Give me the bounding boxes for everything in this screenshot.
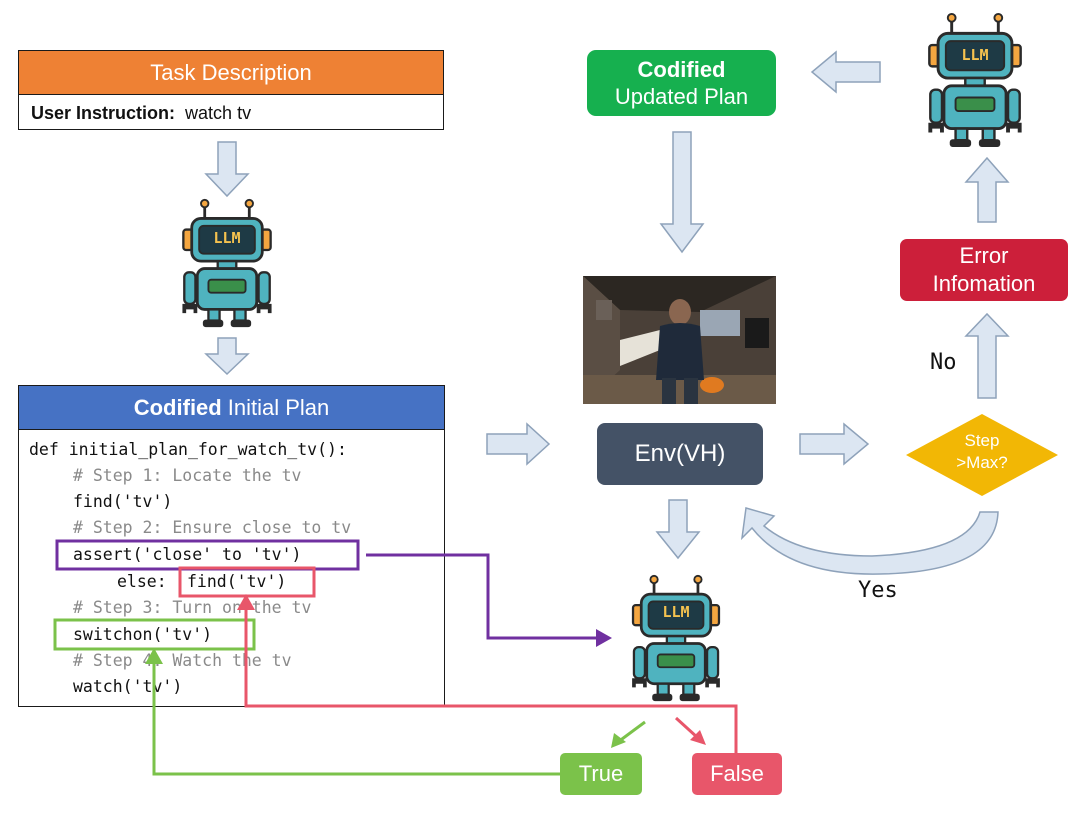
arrow-right-icon [486,422,551,466]
arrow-down-icon [655,499,701,560]
env-vh-box: Env(VH) [597,423,763,485]
virtualhome-scene-image [583,276,776,404]
arrow-head-icon [596,629,612,647]
codified-initial-plan-box: Codified Initial Plan def initial_plan_f… [18,385,445,707]
updated-plan-rest: Updated Plan [614,84,749,109]
decision-line2: >Max? [956,453,1008,472]
user-instruction-label: User Instruction: [31,103,176,123]
user-instruction: User Instruction: watch tv [31,103,251,124]
flow-arrows [204,50,1010,575]
step-max-decision: Step >Max? [906,414,1058,496]
code-line-assert: assert('close' to 'tv') [73,545,302,564]
initial-plan-header-bold: Codified [133,394,222,420]
robot-to-false-arrow [674,716,706,745]
curved-yes-arrow-icon [740,507,999,575]
code-line: def initial_plan_for_watch_tv(): [29,440,347,459]
llm-label: LLM [662,603,689,621]
arrow-head-icon [145,648,163,664]
user-instruction-value: watch tv [185,103,252,123]
updated-plan-bold: Codified [637,57,726,82]
code-comment: # Step 2: Ensure close to tv [73,518,352,537]
llm-robot-top-right [926,12,1024,148]
arrow-down-icon [204,337,250,376]
assert-highlight-box [55,539,360,571]
error-information-box: Error Infomation [900,239,1068,301]
true-branch-box: True [560,753,642,795]
false-to-find-connector [237,594,738,753]
llm-label: LLM [961,46,988,64]
false-branch-box: False [692,753,782,795]
error-line1: Error [959,243,1009,268]
llm-robot-top-left [181,198,273,328]
error-line2: Infomation [932,271,1036,296]
code-line-switchon: switchon('tv') [73,625,213,644]
no-label: No [930,350,957,375]
true-to-switchon-connector [145,648,560,776]
code-line: find('tv') [73,492,173,511]
code-comment: # Step 3: Turn on the tv [73,598,312,617]
llm-robot-bottom [630,574,722,702]
switchon-highlight-box [53,618,256,651]
code-comment: # Step 4: Watch the tv [73,651,292,670]
robot-to-true-arrow [611,720,646,748]
arrow-up-icon [964,156,1010,223]
arrow-head-icon [237,594,255,610]
llm-label: LLM [213,229,240,247]
arrow-left-icon [810,50,881,94]
arrow-down-icon [204,141,250,198]
codified-updated-plan-box: Codified Updated Plan [587,50,776,116]
code-comment: # Step 1: Locate the tv [73,466,302,485]
yes-label: Yes [858,578,898,603]
task-description-box: Task Description User Instruction: watch… [18,50,444,130]
code-line-else: else: [117,572,167,591]
arrow-down-icon [659,131,705,254]
arrow-up-icon [964,312,1010,399]
assert-to-llm-connector [366,553,612,647]
decision-line1: Step [965,431,1000,450]
arrow-right-icon [799,422,870,466]
code-line-else-find: find('tv') [187,572,287,591]
initial-plan-header: Codified Initial Plan [19,386,444,430]
initial-plan-header-rest: Initial Plan [227,394,330,420]
task-description-header: Task Description [19,51,443,95]
else-find-highlight-box [178,566,316,598]
